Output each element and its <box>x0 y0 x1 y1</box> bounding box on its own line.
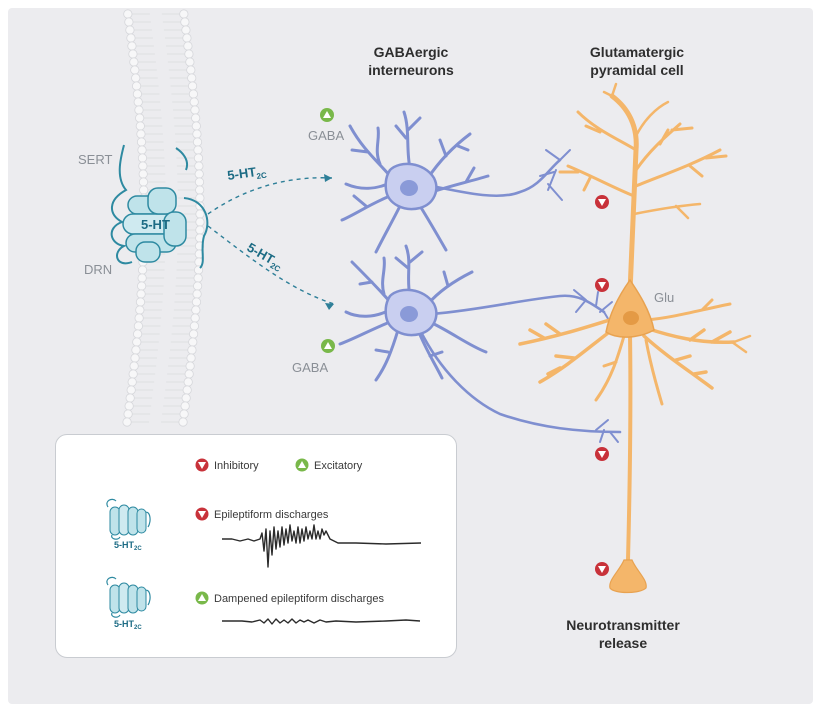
lower-interneuron-soma <box>384 288 438 337</box>
dampened-trace <box>222 618 421 625</box>
excitatory-up-triangle-icon <box>321 339 335 353</box>
drn-label: DRN <box>84 262 112 277</box>
legend-row2-receptor-label: 5-HT2C <box>114 619 142 631</box>
axon-terminal <box>609 559 647 594</box>
inhibitory-down-triangle-icon <box>195 507 209 521</box>
release-title-line1: Neurotransmitter <box>566 617 680 633</box>
excitatory-up-triangle-icon <box>195 591 209 605</box>
legend-inhibitory-label: Inhibitory <box>214 460 259 472</box>
upper-gaba-label: GABA <box>308 128 344 143</box>
legend-receptor-icon-row1 <box>106 498 151 540</box>
sert-label: SERT <box>78 152 112 167</box>
pyramidal-title-line1: Glutamatergic <box>590 44 684 60</box>
release-title-line2: release <box>599 635 647 651</box>
inhibitory-down-triangle-icon <box>595 195 609 209</box>
legend-row1-label: Epileptiform discharges <box>214 509 329 521</box>
pyramidal-soma <box>605 278 655 338</box>
inhibitory-down-triangle-icon <box>595 447 609 461</box>
legend-row2-label: Dampened epileptiform discharges <box>214 593 384 605</box>
legend-row1-receptor-label: 5-HT2C <box>114 540 142 552</box>
lower-5ht2c-arrow <box>207 225 335 310</box>
upper-5ht2c-label: 5-HT2C <box>226 163 267 185</box>
legend-canvas: Inhibitory Excitatory 5-HT2C <box>106 458 422 631</box>
glutamatergic-pyramidal-cell <box>518 82 752 562</box>
interneurons-title-line1: GABAergic <box>374 44 449 60</box>
legend-receptor-icon-row2 <box>106 576 151 618</box>
pyramidal-title-line2: pyramidal cell <box>590 62 683 78</box>
inhibitory-down-triangle-icon <box>595 562 609 576</box>
lower-gaba-label: GABA <box>292 360 328 375</box>
excitatory-up-triangle-icon <box>295 458 309 472</box>
sert-transporter: 5-HT <box>110 144 209 269</box>
gabaergic-interneurons <box>338 110 622 443</box>
interneurons-title-line2: interneurons <box>368 62 454 78</box>
excitatory-up-triangle-icon <box>320 108 334 122</box>
epileptiform-trace <box>222 524 422 568</box>
inhibitory-down-triangle-icon <box>595 278 609 292</box>
glu-label: Glu <box>654 290 674 305</box>
receptor-5ht-label: 5-HT <box>141 217 170 232</box>
upper-5ht2c-arrow <box>207 174 333 215</box>
legend-excitatory-label: Excitatory <box>314 460 363 472</box>
legend-box: Inhibitory Excitatory 5-HT2C <box>55 434 457 658</box>
inhibitory-down-triangle-icon <box>195 458 209 472</box>
upper-interneuron-soma <box>384 162 438 211</box>
